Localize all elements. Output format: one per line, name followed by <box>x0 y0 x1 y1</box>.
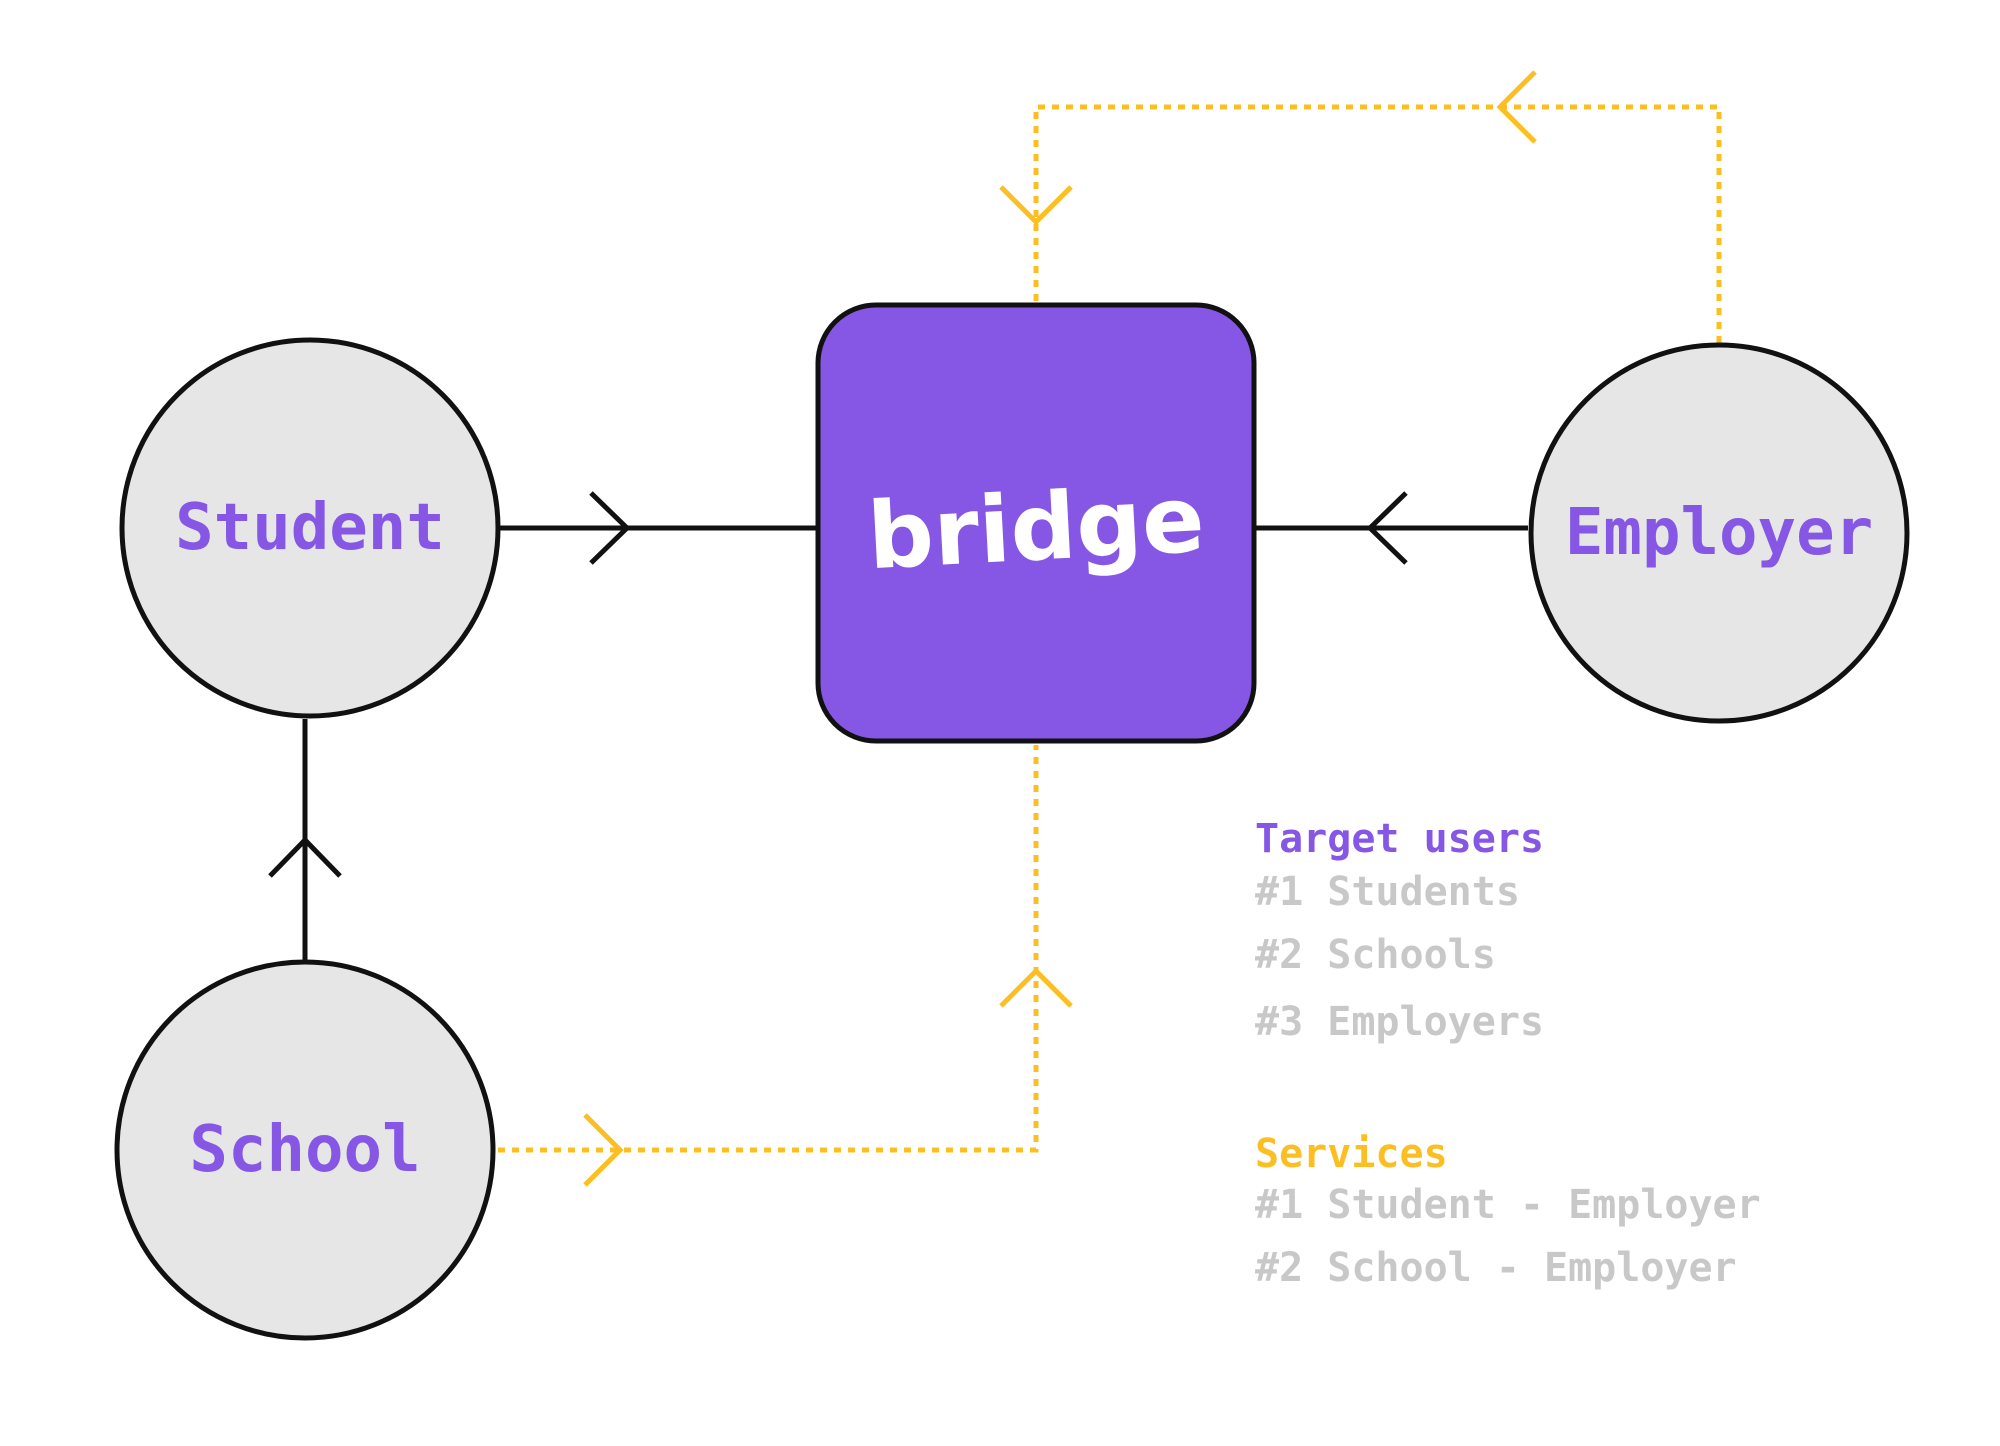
bridge-box <box>815 302 1257 744</box>
employer-label: Employer <box>1565 496 1873 570</box>
school-to-bridge-dotted-line <box>498 745 1039 1153</box>
services-item-1: #1 Student - Employer <box>1255 1182 1761 1228</box>
employer-circle <box>1528 342 1910 724</box>
target-users-heading: Target users <box>1255 816 1544 862</box>
solid-connectors <box>268 491 1528 961</box>
school-node: School <box>114 959 496 1341</box>
bridge-node: bridge <box>815 302 1257 744</box>
student-label: Student <box>175 491 445 565</box>
employer-to-bridge-arrowhead <box>1366 491 1408 565</box>
target-users-section: Target users #1 Students #2 Schools #3 E… <box>1255 816 1544 1045</box>
student-to-bridge-arrowhead <box>589 491 631 565</box>
target-users-item-2: #2 Schools <box>1255 932 1496 978</box>
student-node: Student <box>119 337 501 719</box>
employer-to-bridge-dotted-line <box>1033 104 1722 343</box>
employer-dotted-arrowhead-into-bridge <box>999 185 1073 226</box>
services-heading: Services <box>1255 1131 1448 1177</box>
employer-node: Employer <box>1528 342 1910 724</box>
target-users-item-1: #1 Students <box>1255 869 1520 915</box>
target-users-item-3: #3 Employers <box>1255 999 1544 1045</box>
dotted-connectors <box>498 70 1722 1187</box>
school-dotted-arrowhead-up <box>999 967 1073 1008</box>
student-circle <box>119 337 501 719</box>
services-item-2: #2 School - Employer <box>1255 1245 1737 1291</box>
school-to-student-arrowhead <box>268 836 342 878</box>
services-section: Services #1 Student - Employer #2 School… <box>1255 1131 1761 1291</box>
employer-dotted-arrowhead-top <box>1496 70 1537 144</box>
bridge-logo: bridge <box>865 466 1207 590</box>
school-circle <box>114 959 496 1341</box>
school-dotted-arrowhead-right <box>583 1113 624 1187</box>
school-label: School <box>189 1113 420 1187</box>
